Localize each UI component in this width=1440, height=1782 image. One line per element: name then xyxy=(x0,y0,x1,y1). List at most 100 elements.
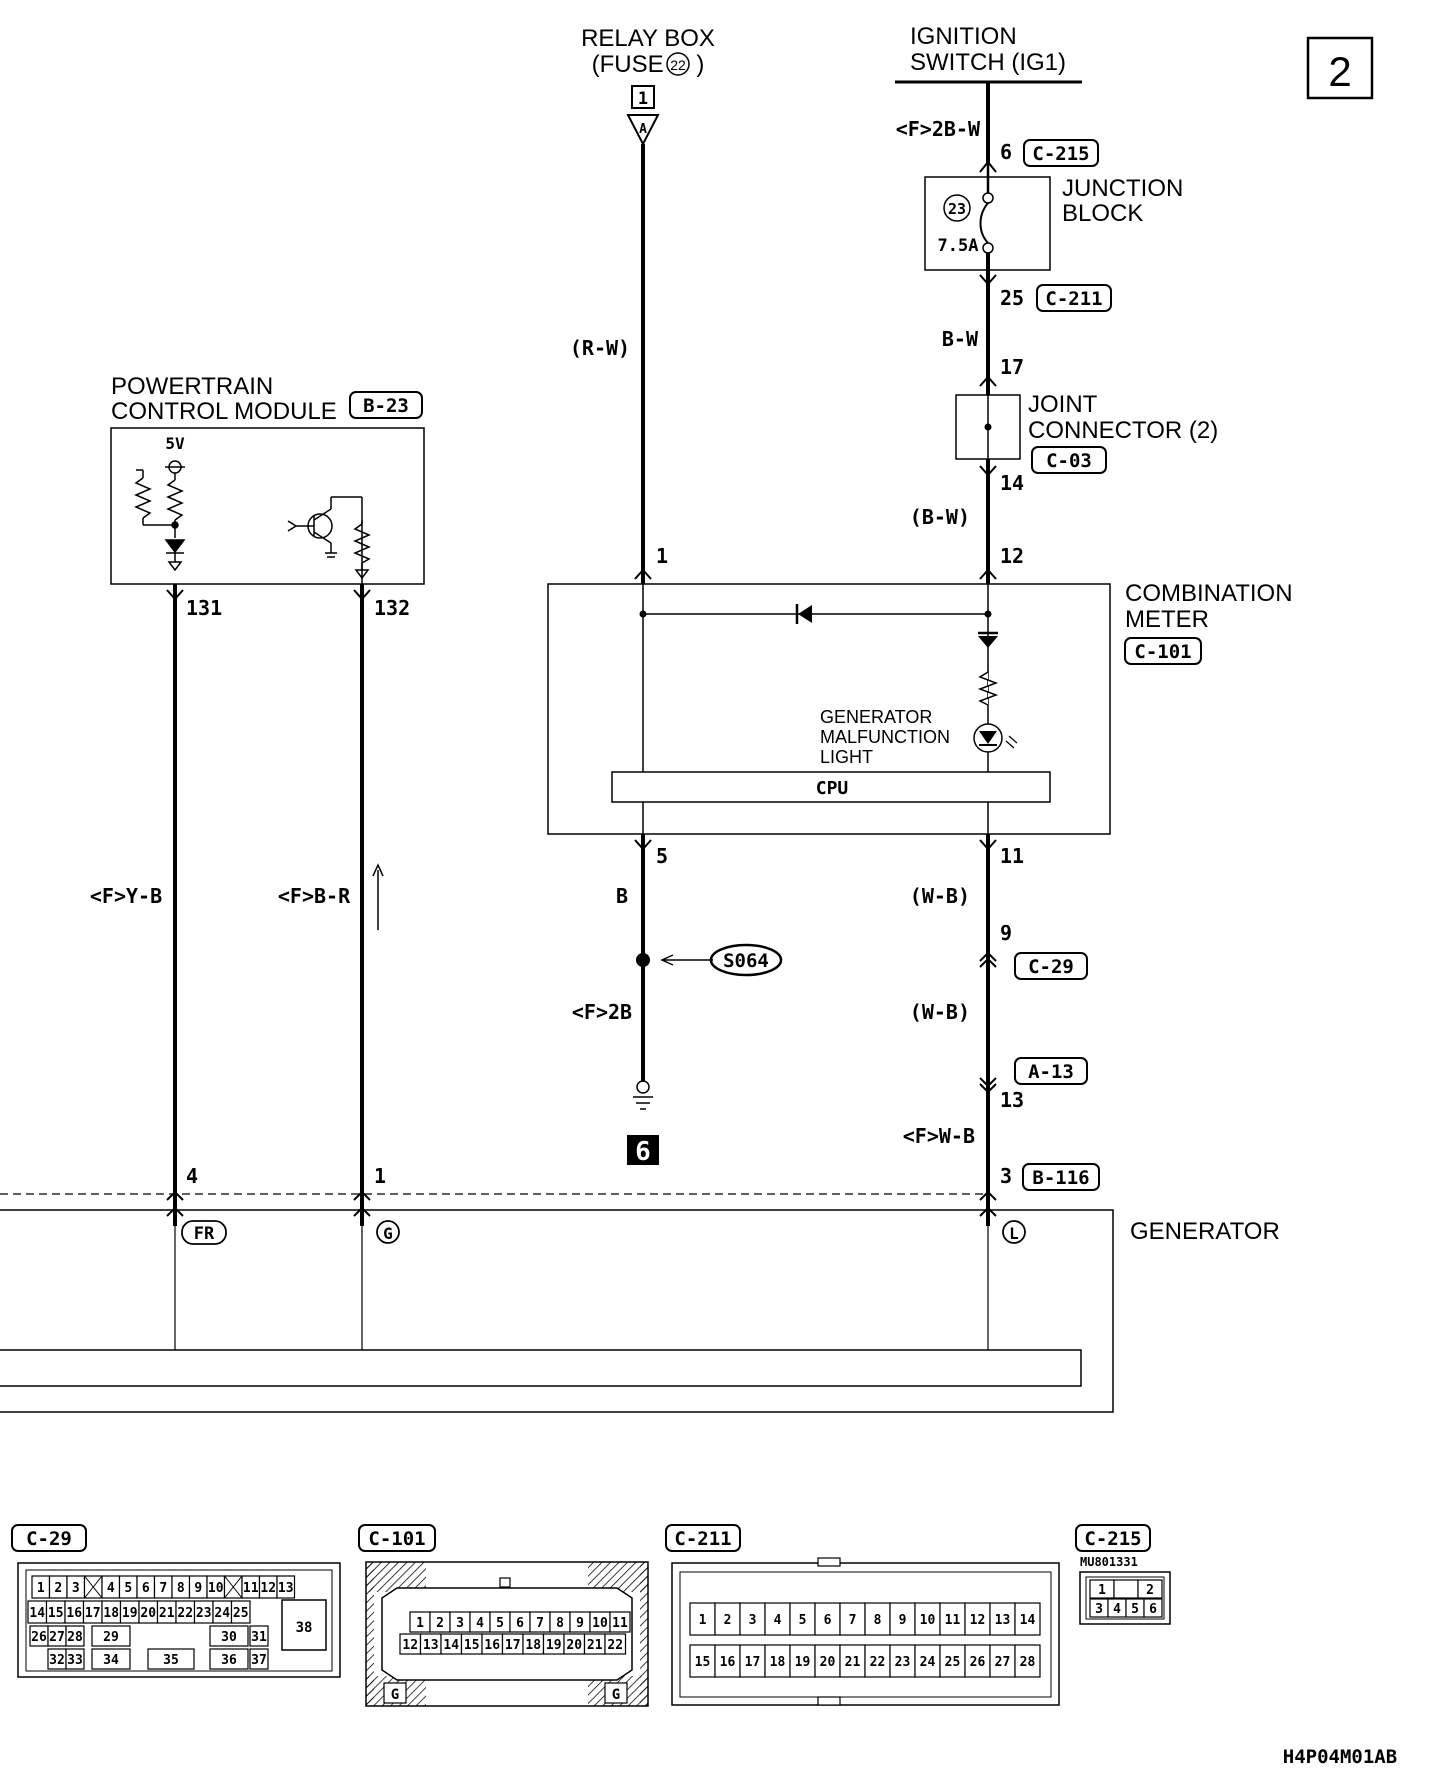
pin-1-gen-chevron-icon xyxy=(353,1190,371,1201)
pin-number: 6 xyxy=(142,1581,150,1596)
pin-cavity xyxy=(714,1602,741,1636)
pin-cavity xyxy=(276,1575,296,1599)
pin-4-chevron-icon xyxy=(166,1190,184,1201)
pin-3-chevron-icon xyxy=(979,1190,997,1201)
pin-number: 16 xyxy=(484,1638,500,1653)
conn-tag-a13 xyxy=(1014,1057,1088,1085)
pin-cavity xyxy=(91,1625,131,1647)
pin-number: 22 xyxy=(870,1655,886,1670)
splice-pointer-arrow-icon xyxy=(660,954,674,966)
relay-box-section: RELAY BOX (FUSE ) 22 1 A (R-W) xyxy=(570,25,715,584)
view-c211-housing xyxy=(671,1562,1060,1706)
pin-cavity xyxy=(814,1644,841,1678)
pin-number: 10 xyxy=(208,1581,224,1596)
pcm-label-2: CONTROL MODULE xyxy=(111,398,337,425)
lamp-resistor-icon xyxy=(977,671,999,706)
ground-branch-section: B S064 <F>2B 6 xyxy=(572,834,783,1167)
pin-cavity xyxy=(1014,1644,1041,1678)
lamp-conn-b116: B-116 xyxy=(1032,1167,1089,1189)
meter-conn: C-101 xyxy=(1134,641,1191,663)
pin-number: 32 xyxy=(49,1653,65,1668)
pin-cavity xyxy=(764,1602,791,1636)
pin-cavity xyxy=(839,1602,866,1636)
pin-9-double-chevron-icon xyxy=(979,951,997,968)
pin-number: 8 xyxy=(177,1581,185,1596)
jc-junction-dot-icon xyxy=(984,423,992,431)
term-fr-chevron-icon xyxy=(166,1206,184,1217)
relay-ref-letter: A xyxy=(639,122,647,137)
pin-number: 9 xyxy=(194,1581,202,1596)
ignition-label-1: IGNITION xyxy=(910,23,1017,50)
pin-number: 13 xyxy=(423,1638,439,1653)
pin-number: 22 xyxy=(607,1638,623,1653)
pin-number: 25 xyxy=(233,1606,249,1621)
signal-direction-arrow-icon xyxy=(372,863,384,930)
pin-cavity xyxy=(209,1625,249,1647)
pin-number: 4 xyxy=(107,1581,115,1596)
fuse-22-circle-icon xyxy=(666,52,690,76)
pin-number: 4 xyxy=(1113,1602,1121,1617)
pin-number: 30 xyxy=(221,1630,237,1645)
pcm-pullup-circuit-icon xyxy=(134,460,186,572)
pin-number: 11 xyxy=(945,1613,961,1628)
pin-cavity xyxy=(714,1644,741,1678)
pin-number: 3 xyxy=(72,1581,80,1596)
pin-cavity xyxy=(964,1602,991,1636)
pin-number: 3 xyxy=(1095,1602,1103,1617)
fuse-23-number: 23 xyxy=(948,200,966,218)
blank-cavity-cross xyxy=(224,1575,243,1599)
conn-tag-c215 xyxy=(1023,139,1099,167)
ignition-section: IGNITION SWITCH (IG1) <F>2B-W 6 C-215 JU… xyxy=(895,23,1218,584)
relay-ref-box xyxy=(631,85,655,109)
pin-number: 27 xyxy=(995,1655,1011,1670)
pin-number: 28 xyxy=(67,1630,83,1645)
blank-cavity-cross xyxy=(84,1575,103,1599)
pcm-transistor-circuit-icon xyxy=(287,496,371,584)
view-tag-c29 xyxy=(11,1524,87,1552)
lamp-circuit-section: (W-B) 9 C-29 (W-B) A-13 13 <F>W-B 3 B-11… xyxy=(903,834,1100,1226)
pin-number: 17 xyxy=(745,1655,761,1670)
view-c101-g-right: G xyxy=(612,1687,620,1703)
term-l-chevron-icon xyxy=(979,1206,997,1217)
pin-number: 12 xyxy=(970,1613,986,1628)
pin-cavity xyxy=(689,1602,716,1636)
view-c101-key xyxy=(499,1577,511,1588)
view-c215-label: C-215 xyxy=(1084,1528,1141,1550)
pin-number: 2 xyxy=(54,1581,62,1596)
relay-ref-number: 1 xyxy=(638,89,648,109)
pcm-section: POWERTRAIN CONTROL MODULE B-23 5V xyxy=(90,373,425,1226)
jc-in-pin: 17 xyxy=(1000,355,1024,379)
gen-term-g: G xyxy=(383,1224,393,1243)
view-c29-housing xyxy=(17,1562,341,1678)
fuse-23-circle-icon xyxy=(943,194,971,222)
pin-number: 24 xyxy=(214,1606,230,1621)
lamp-diode-icon xyxy=(978,631,998,648)
lamp-label-2: MALFUNCTION xyxy=(820,727,950,747)
pcm-pin-a: 131 xyxy=(186,596,222,620)
term-l-badge xyxy=(1002,1220,1026,1244)
meter-pin-out1: 5 xyxy=(656,844,668,868)
pin-number: 18 xyxy=(770,1655,786,1670)
jb-in-conn: C-215 xyxy=(1032,143,1089,165)
pin-number: 3 xyxy=(456,1616,464,1631)
cpu-block xyxy=(611,771,1051,803)
view-c211-latch-bottom xyxy=(817,1696,841,1706)
relay-wire-color: (R-W) xyxy=(570,336,630,360)
view-c29-inner xyxy=(25,1569,333,1672)
pin-cavity xyxy=(209,1648,249,1670)
pin-number: 16 xyxy=(66,1606,82,1621)
view-c101-hatch-tr xyxy=(588,1562,648,1592)
pin-number: 23 xyxy=(895,1655,911,1670)
view-tag-c215 xyxy=(1075,1524,1151,1552)
jc-in-wire-color: B-W xyxy=(942,327,979,351)
pin-number: 1 xyxy=(1098,1583,1106,1598)
conn-tag-c101 xyxy=(1124,637,1202,665)
lamp-label-3: LIGHT xyxy=(820,747,873,767)
gen-pin-fr-no: 4 xyxy=(186,1164,198,1188)
combination-meter-section: 1 12 COMBINATION METER C-101 GENERATOR xyxy=(547,544,1293,868)
jb-out-pin: 25 xyxy=(1000,286,1024,310)
